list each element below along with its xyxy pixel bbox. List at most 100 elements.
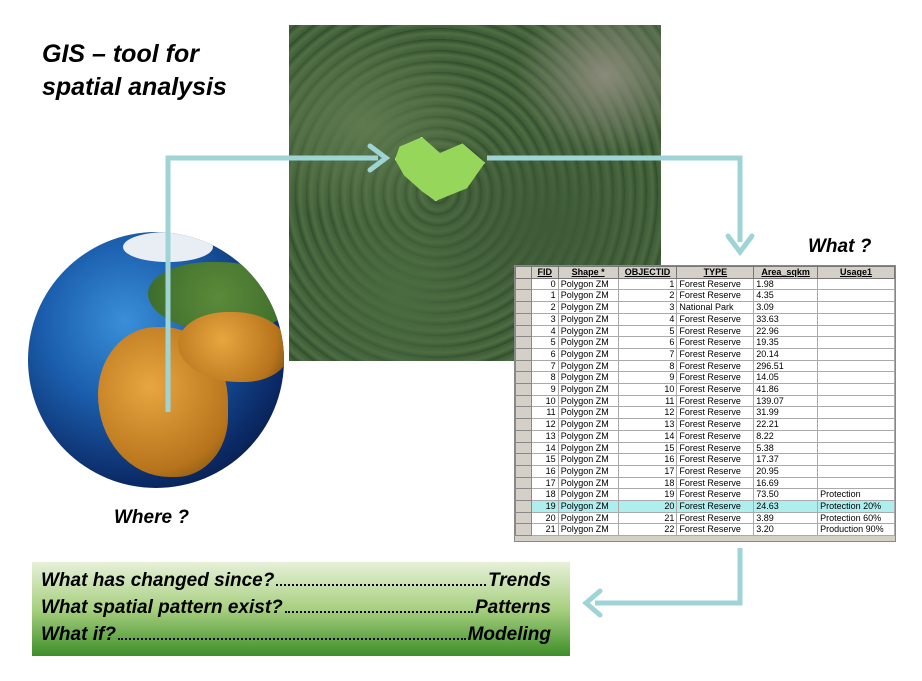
column-header[interactable]: OBJECTID (617, 266, 678, 279)
table-cell[interactable]: 139.07 (753, 394, 819, 408)
table-cell[interactable]: 14 (530, 441, 559, 455)
table-cell[interactable]: 11 (530, 406, 559, 420)
table-cell[interactable]: 0 (530, 277, 559, 291)
table-cell[interactable]: 21 (530, 523, 559, 537)
table-cell[interactable]: 20.95 (753, 464, 819, 478)
table-cell[interactable] (817, 476, 895, 490)
table-cell[interactable]: 19 (617, 488, 678, 502)
row-selector[interactable] (515, 429, 532, 443)
table-cell[interactable]: Polygon ZM (557, 277, 619, 291)
row-selector[interactable] (515, 511, 532, 525)
table-cell[interactable]: Polygon ZM (557, 476, 619, 490)
table-cell[interactable]: Forest Reserve (676, 464, 755, 478)
table-cell[interactable]: 3.09 (753, 301, 819, 314)
table-cell[interactable]: Polygon ZM (557, 441, 619, 455)
attribute-table[interactable]: FID Shape * OBJECTID TYPE Area_sqkm Usag… (514, 265, 896, 542)
table-cell[interactable]: 19.35 (753, 336, 819, 349)
table-cell[interactable] (817, 312, 895, 326)
table-cell[interactable] (817, 406, 895, 420)
table-cell[interactable]: Protection 20% (817, 500, 895, 513)
table-cell[interactable]: 296.51 (753, 359, 819, 373)
table-cell[interactable]: 7 (617, 347, 678, 361)
table-cell[interactable]: Polygon ZM (557, 453, 619, 466)
table-cell[interactable]: 16 (530, 464, 559, 478)
table-cell[interactable]: 22.96 (753, 324, 819, 338)
table-cell[interactable]: 15 (617, 441, 678, 455)
row-selector[interactable] (515, 464, 532, 478)
table-cell[interactable]: Polygon ZM (557, 359, 619, 373)
table-cell[interactable]: 6 (617, 336, 678, 349)
table-cell[interactable]: 6 (530, 347, 559, 361)
row-selector[interactable] (515, 488, 532, 502)
row-selector[interactable] (515, 359, 532, 373)
table-cell[interactable]: 2 (530, 301, 559, 314)
table-cell[interactable]: Forest Reserve (676, 441, 755, 455)
table-cell[interactable] (817, 289, 895, 303)
table-cell[interactable]: 17 (617, 464, 678, 478)
column-header[interactable]: Area_sqkm (753, 266, 819, 279)
table-cell[interactable]: Polygon ZM (557, 324, 619, 338)
table-cell[interactable] (817, 453, 895, 466)
table-cell[interactable]: Forest Reserve (676, 488, 755, 502)
table-cell[interactable]: 8 (617, 359, 678, 373)
table-cell[interactable]: Forest Reserve (676, 511, 755, 525)
row-selector[interactable] (515, 289, 532, 303)
table-cell[interactable]: 14 (617, 429, 678, 443)
row-selector[interactable] (515, 418, 532, 431)
table-cell[interactable]: Polygon ZM (557, 523, 619, 537)
table-cell[interactable]: 1 (617, 277, 678, 291)
table-cell[interactable]: Forest Reserve (676, 324, 755, 338)
table-cell[interactable]: Forest Reserve (676, 523, 755, 537)
table-cell[interactable]: 8.22 (753, 429, 819, 443)
table-cell[interactable]: 15 (530, 453, 559, 466)
table-cell[interactable]: 22.21 (753, 418, 819, 431)
row-selector[interactable] (515, 441, 532, 455)
row-selector[interactable] (515, 312, 532, 326)
table-cell[interactable]: 16.69 (753, 476, 819, 490)
table-cell[interactable]: Polygon ZM (557, 289, 619, 303)
table-cell[interactable]: 3 (617, 301, 678, 314)
table-cell[interactable]: Polygon ZM (557, 301, 619, 314)
table-cell[interactable]: Polygon ZM (557, 394, 619, 408)
table-cell[interactable]: 73.50 (753, 488, 819, 502)
table-cell[interactable]: Protection 60% (817, 511, 895, 525)
column-header[interactable]: Usage1 (817, 266, 895, 279)
table-cell[interactable] (817, 324, 895, 338)
table-cell[interactable] (817, 336, 895, 349)
table-cell[interactable]: 2 (617, 289, 678, 303)
table-cell[interactable] (817, 394, 895, 408)
column-header[interactable]: FID (530, 266, 559, 279)
table-cell[interactable]: Forest Reserve (676, 418, 755, 431)
row-selector[interactable] (515, 383, 532, 396)
table-cell[interactable]: 5 (530, 336, 559, 349)
table-cell[interactable]: 10 (617, 383, 678, 396)
table-cell[interactable] (817, 301, 895, 314)
table-cell[interactable]: 9 (530, 383, 559, 396)
table-cell[interactable]: Polygon ZM (557, 371, 619, 385)
table-cell[interactable]: Forest Reserve (676, 394, 755, 408)
table-cell[interactable]: 16 (617, 453, 678, 466)
table-cell[interactable]: Forest Reserve (676, 289, 755, 303)
table-cell[interactable]: Forest Reserve (676, 383, 755, 396)
table-cell[interactable]: Polygon ZM (557, 336, 619, 349)
table-cell[interactable]: Forest Reserve (676, 347, 755, 361)
table-cell[interactable]: 18 (617, 476, 678, 490)
row-selector[interactable] (515, 277, 532, 291)
table-cell[interactable]: 4 (530, 324, 559, 338)
table-cell[interactable]: Forest Reserve (676, 429, 755, 443)
table-cell[interactable]: Polygon ZM (557, 464, 619, 478)
